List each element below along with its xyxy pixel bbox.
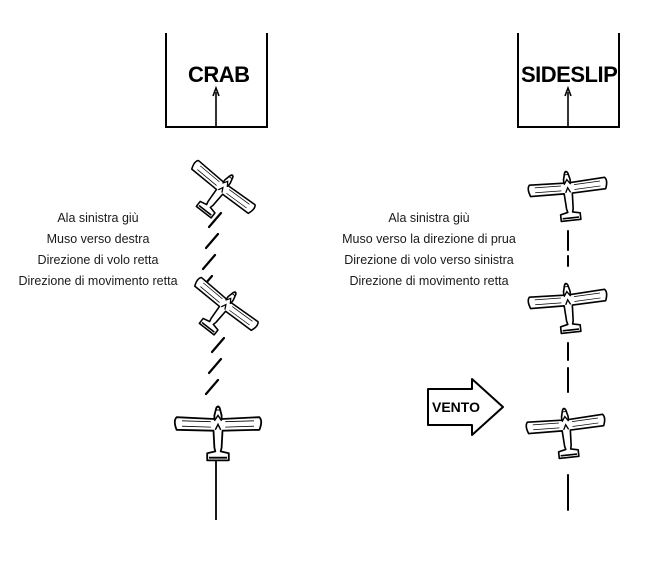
- crab-title: CRAB: [188, 62, 250, 87]
- crab-note: Ala sinistra giù: [57, 211, 139, 225]
- crab-note: Muso verso destra: [46, 232, 150, 246]
- sideslip-title: SIDESLIP: [521, 62, 618, 87]
- wind-label: VENTO: [432, 399, 480, 415]
- sideslip-note: Ala sinistra giù: [388, 211, 470, 225]
- sideslip-aircraft-2-icon: [525, 278, 612, 338]
- crab-runway: [165, 33, 268, 128]
- crab-track: [198, 211, 226, 396]
- wind-arrow-icon: [427, 378, 504, 436]
- crab-aircraft-3-icon: [173, 405, 263, 462]
- sideslip-note: Direzione di volo verso sinistra: [344, 253, 514, 267]
- sideslip-runway: [517, 33, 620, 128]
- crab-note: Direzione di volo retta: [37, 253, 159, 267]
- sideslip-notes: Ala sinistra giù Muso verso la direzione…: [330, 208, 528, 292]
- sideslip-aircraft-1-icon: [525, 166, 612, 226]
- sideslip-note: Muso verso la direzione di prua: [342, 232, 516, 246]
- sideslip-note: Direzione di movimento retta: [349, 274, 509, 288]
- crab-note: Direzione di movimento retta: [18, 274, 178, 288]
- crab-notes: Ala sinistra giù Muso verso destra Direz…: [8, 208, 188, 292]
- sideslip-aircraft-3-icon: [523, 403, 610, 463]
